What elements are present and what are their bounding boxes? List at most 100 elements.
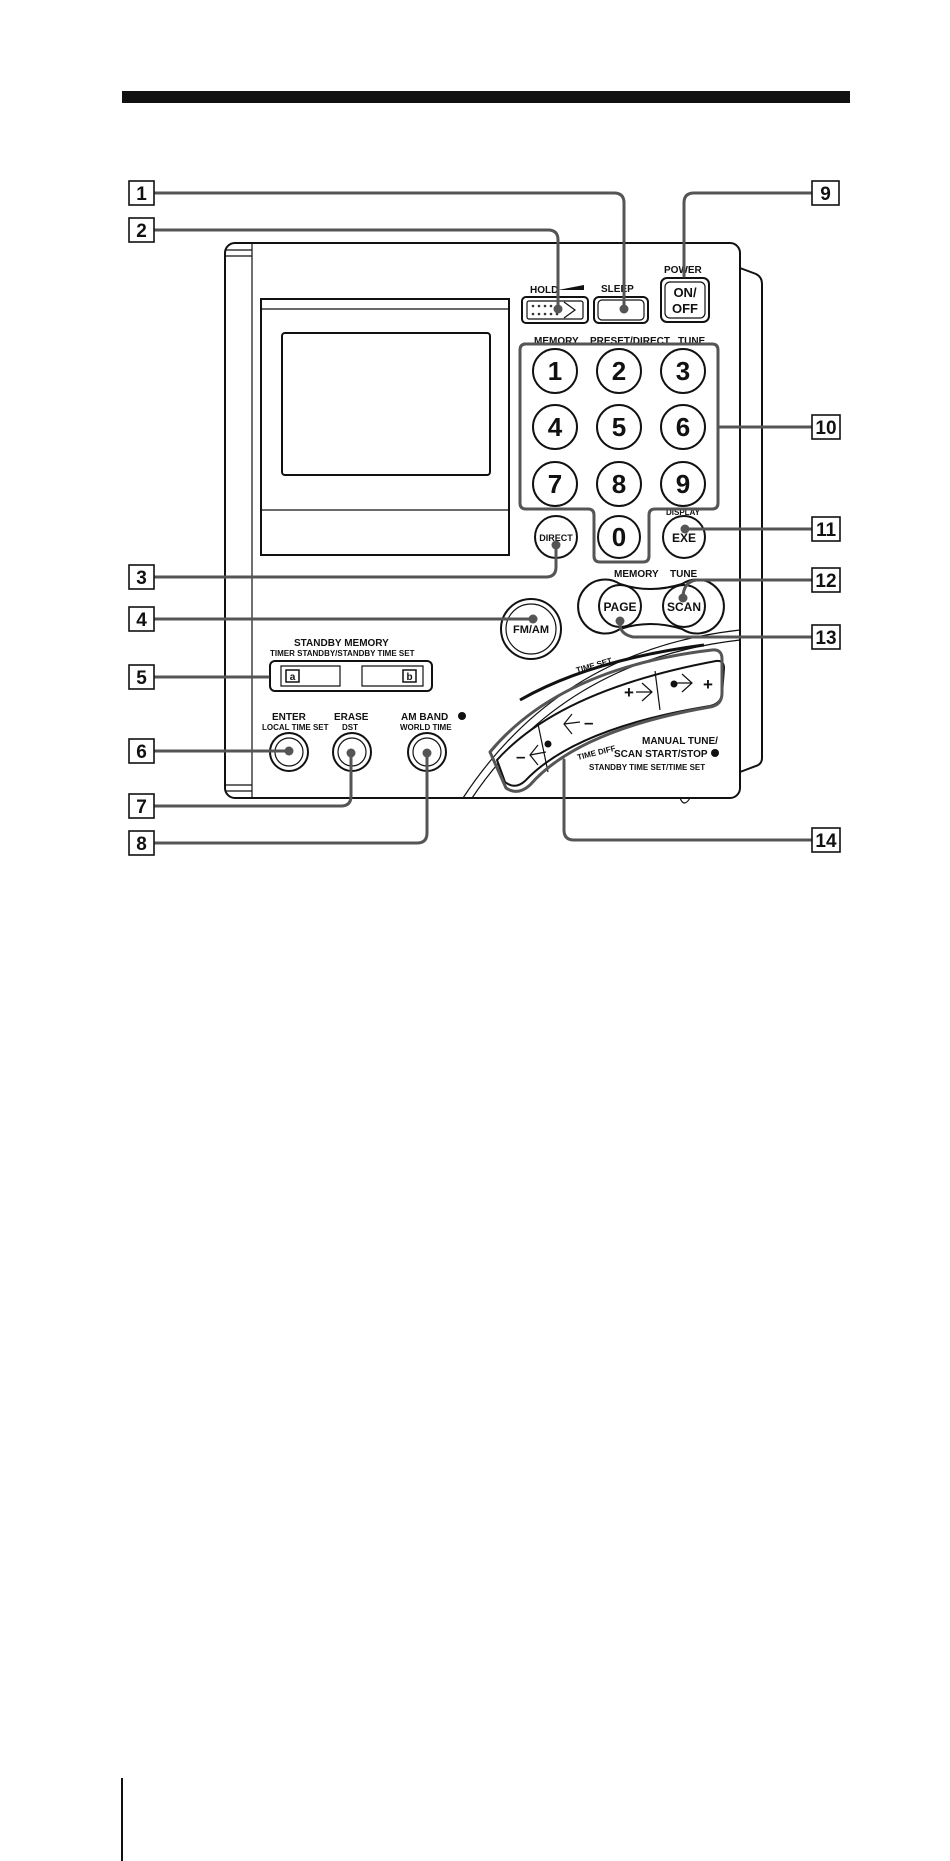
tune-label: TUNE [678, 336, 706, 347]
key-0[interactable]: 0 [597, 515, 641, 559]
standby-b-button[interactable]: b [402, 669, 417, 683]
svg-text:4: 4 [136, 610, 147, 631]
tune-minus-button[interactable]: – [563, 713, 593, 735]
callout-5: 5 [128, 664, 155, 690]
svg-text:5: 5 [612, 412, 626, 442]
local-time-set-label: LOCAL TIME SET [262, 723, 329, 732]
tune-plus-button[interactable]: + [624, 682, 653, 702]
svg-text:8: 8 [612, 469, 626, 499]
right-arrow-outline-icon [636, 682, 653, 702]
callout-14: 14 [811, 827, 841, 853]
key-7[interactable]: 7 [532, 461, 578, 507]
direct-label: DIRECT [539, 533, 573, 543]
callout-3: 3 [128, 564, 155, 590]
key-6[interactable]: 6 [660, 404, 706, 450]
sleep-button[interactable]: SLEEP [593, 284, 649, 324]
key-4[interactable]: 4 [532, 404, 578, 450]
hold-label: HOLD [530, 285, 558, 296]
key-8[interactable]: 8 [596, 461, 642, 507]
time-minus-button[interactable]: – [516, 740, 552, 767]
display-screen [260, 298, 510, 556]
svg-text:0: 0 [612, 522, 626, 552]
off-label: OFF [672, 301, 698, 316]
leader-lines [152, 191, 814, 845]
on-label: ON/ [673, 285, 697, 300]
erase-label: ERASE [334, 712, 369, 723]
enter-label: ENTER [272, 712, 307, 723]
am-band-label: AM BAND [401, 712, 448, 723]
manual-tune-label: MANUAL TUNE/ [642, 736, 718, 747]
key-1[interactable]: 1 [532, 348, 578, 394]
svg-text:–: – [584, 713, 593, 732]
svg-text:5: 5 [136, 668, 147, 689]
svg-text:a: a [290, 672, 296, 683]
callout-10: 10 [811, 414, 841, 440]
memory-label: MEMORY [534, 336, 579, 347]
time-plus-button[interactable]: + [670, 673, 714, 694]
scan-dot-icon [711, 749, 719, 757]
svg-text:8: 8 [136, 834, 147, 855]
standby-memory-buttons: a b [269, 660, 433, 692]
timer-standby-label: TIMER STANDBY/STANDBY TIME SET [270, 649, 415, 658]
display-label: DISPLAY [666, 508, 701, 517]
callout-13: 13 [811, 624, 841, 650]
numeric-keypad: 1 2 3 4 5 6 7 8 9 0 [532, 348, 706, 559]
svg-text:1: 1 [136, 184, 147, 205]
svg-text:4: 4 [548, 412, 563, 442]
scan-button[interactable]: SCAN [662, 584, 706, 628]
callout-6: 6 [128, 738, 155, 764]
preset-direct-label: PRESET/DIRECT [590, 336, 670, 347]
memory-page-label: MEMORY [614, 569, 659, 580]
am-band-dot-icon [458, 712, 466, 720]
direct-button[interactable]: DIRECT [534, 515, 578, 559]
right-arrow-icon [676, 673, 693, 693]
callout-9: 9 [811, 180, 840, 206]
svg-text:b: b [406, 672, 412, 683]
svg-text:3: 3 [676, 356, 690, 386]
standby-time-set-label: STANDBY TIME SET/TIME SET [589, 763, 705, 772]
key-9[interactable]: 9 [660, 461, 706, 507]
standby-memory-label: STANDBY MEMORY [294, 638, 389, 649]
standby-a-button[interactable]: a [285, 669, 300, 683]
page-label: PAGE [603, 600, 636, 614]
svg-text:6: 6 [676, 412, 690, 442]
svg-text:+: + [703, 675, 713, 694]
hold-switch[interactable]: HOLD [521, 285, 589, 324]
svg-text:7: 7 [136, 797, 147, 818]
svg-text:9: 9 [820, 184, 831, 205]
svg-text:11: 11 [816, 520, 837, 541]
scan-start-stop-label: SCAN START/STOP [614, 749, 708, 760]
header-bar [122, 91, 850, 103]
key-3[interactable]: 3 [660, 348, 706, 394]
callout-2: 2 [128, 217, 155, 243]
tune-scan-label: TUNE [670, 569, 698, 580]
svg-text:7: 7 [548, 469, 562, 499]
left-arrow-icon [529, 744, 547, 766]
svg-text:3: 3 [136, 568, 147, 589]
svg-text:13: 13 [815, 628, 836, 649]
key-5[interactable]: 5 [596, 404, 642, 450]
svg-text:2: 2 [136, 221, 147, 242]
exe-label: EXE [672, 531, 696, 545]
exe-button[interactable]: EXE [662, 515, 706, 559]
svg-text:1: 1 [548, 356, 562, 386]
key-2[interactable]: 2 [596, 348, 642, 394]
svg-text:14: 14 [815, 831, 837, 852]
fm-am-button[interactable]: FM/AM [500, 598, 562, 660]
sleep-label: SLEEP [601, 284, 634, 295]
svg-text:–: – [516, 747, 525, 766]
svg-text:12: 12 [815, 571, 836, 592]
svg-text:2: 2 [612, 356, 626, 386]
hold-arrow-icon [558, 285, 584, 290]
callout-7: 7 [128, 793, 155, 819]
svg-text:6: 6 [136, 742, 147, 763]
fm-am-label: FM/AM [513, 624, 549, 636]
scan-label: SCAN [667, 600, 701, 614]
left-arrow-outline-icon [563, 713, 581, 735]
callout-1: 1 [128, 180, 155, 206]
dst-label: DST [342, 723, 358, 732]
svg-text:+: + [624, 683, 634, 702]
callout-12: 12 [811, 567, 841, 593]
svg-text:9: 9 [676, 469, 690, 499]
